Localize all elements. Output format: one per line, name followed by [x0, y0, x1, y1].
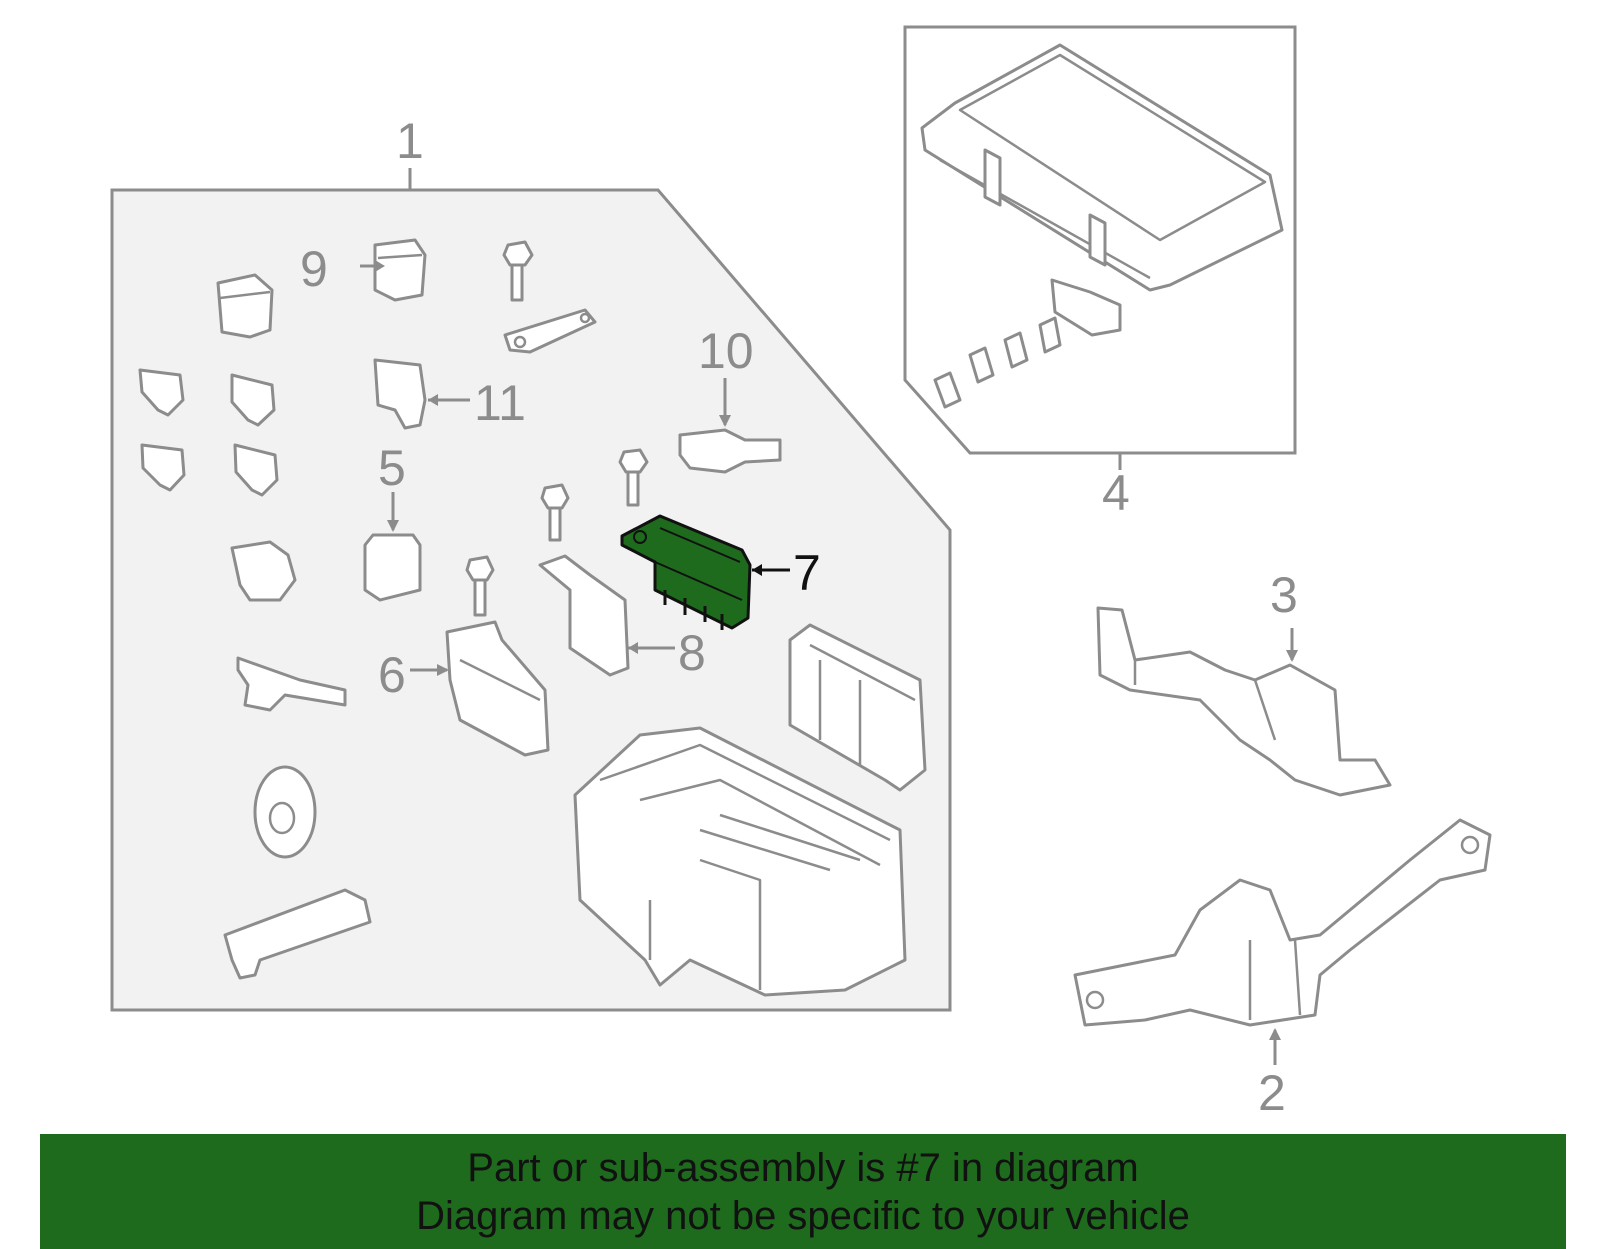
callout-2: 2 — [1258, 1065, 1286, 1121]
bolt-upper — [502, 240, 534, 302]
fuse-11 — [373, 358, 427, 430]
callout-10: 10 — [698, 323, 754, 379]
bracket-2 — [1073, 818, 1492, 1027]
fuse-holder-6 — [445, 620, 550, 757]
relay-5 — [363, 533, 422, 602]
cover-clips — [933, 316, 1062, 409]
callout-5: 5 — [378, 440, 406, 496]
callout-6: 6 — [378, 647, 406, 703]
fuses-left — [138, 368, 279, 497]
bracket-upper — [503, 308, 597, 354]
callout-4: 4 — [1102, 465, 1130, 521]
callout-7: 7 — [793, 545, 821, 601]
bracket-10 — [678, 428, 782, 474]
fuse-holder-8 — [538, 554, 630, 677]
banner-line-1: Part or sub-assembly is #7 in diagram — [467, 1146, 1139, 1190]
callout-9: 9 — [300, 241, 328, 297]
highlighted-part-7 — [620, 514, 752, 630]
clip-left — [236, 656, 347, 712]
info-banner: Part or sub-assembly is #7 in diagram Di… — [40, 1134, 1566, 1249]
relay-9 — [373, 238, 427, 302]
fuse-cover-right — [788, 623, 927, 792]
fuse-box-cover — [920, 43, 1284, 337]
callout-8: 8 — [678, 625, 706, 681]
connector-left — [230, 540, 297, 602]
callout-1: 1 — [396, 113, 424, 169]
banner-line-2: Diagram may not be specific to your vehi… — [416, 1194, 1190, 1238]
relay-cap — [216, 273, 274, 339]
connector-bottom — [223, 888, 372, 980]
grommet — [253, 765, 317, 859]
bolt-mid — [465, 448, 649, 617]
bracket-3 — [1096, 606, 1392, 797]
callout-3: 3 — [1270, 567, 1298, 623]
callout-11: 11 — [474, 375, 526, 431]
fuse-box-base — [573, 726, 907, 997]
